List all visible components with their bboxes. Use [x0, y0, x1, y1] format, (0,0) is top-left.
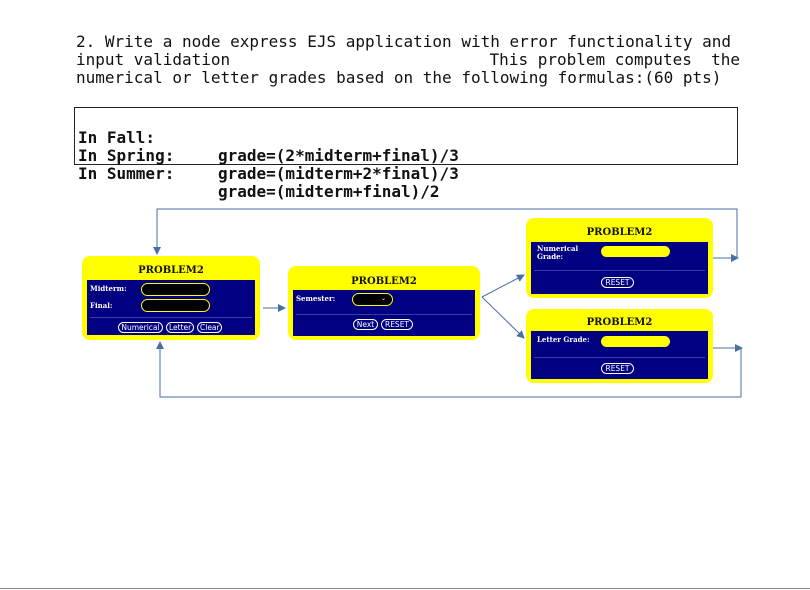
arrow-semester-to-numerical — [481, 274, 525, 298]
input-panel-divider — [90, 317, 252, 318]
letter-grade-output — [601, 336, 670, 347]
letter-button[interactable]: Letter — [166, 322, 194, 333]
semester-panel: PROBLEM2 Semester: ⌄ Next RESET — [288, 266, 480, 340]
question-line-3: numerical or letter grades based on the … — [76, 68, 722, 87]
formula-row-fall: In Fall: grade=(2*midterm+final)/3 — [78, 128, 459, 165]
next-button[interactable]: Next — [353, 319, 378, 330]
numerical-panel-divider — [534, 270, 705, 271]
formula-box: In Fall: grade=(2*midterm+final)/3 In Sp… — [74, 107, 738, 201]
midterm-input[interactable] — [141, 283, 210, 296]
midterm-label: Midterm: — [90, 284, 127, 293]
numerical-grade-panel: PROBLEM2 Numerical Grade: RESET — [526, 218, 713, 298]
clear-button[interactable]: Clear — [197, 322, 222, 333]
arrow-semester-to-letter — [481, 296, 525, 339]
semester-label: Semester: — [296, 294, 336, 303]
final-label: Final: — [90, 301, 113, 310]
numerical-grade-output — [601, 246, 670, 257]
semester-panel-title: PROBLEM2 — [351, 276, 417, 287]
final-input[interactable] — [141, 299, 210, 312]
semester-reset-button[interactable]: RESET — [381, 319, 413, 330]
input-panel: PROBLEM2 Midterm: Final: Numerical Lette… — [82, 256, 260, 340]
page-bottom-divider — [0, 588, 810, 589]
question-line-2: input validation This problem computes t… — [76, 50, 740, 69]
input-panel-title: PROBLEM2 — [138, 265, 204, 276]
letter-panel-body: Letter Grade: RESET — [531, 331, 708, 379]
numerical-panel-title: PROBLEM2 — [586, 227, 653, 238]
letter-reset-button[interactable]: RESET — [601, 363, 634, 374]
chevron-down-icon: ⌄ — [381, 295, 387, 302]
question-line-1: 2. Write a node express EJS application … — [76, 32, 732, 51]
input-panel-body: Midterm: Final: Numerical Letter Clear — [87, 280, 255, 335]
semester-panel-body: Semester: ⌄ Next RESET — [293, 290, 475, 336]
numerical-button[interactable]: Numerical — [118, 322, 163, 333]
formula-row-summer: In Summer: grade=(midterm+final)/2 — [78, 164, 440, 201]
numerical-grade-label: Numerical Grade: — [537, 244, 579, 261]
semester-select[interactable]: ⌄ — [352, 293, 393, 306]
semester-panel-divider — [296, 314, 472, 315]
formula-row-spring: In Spring: grade=(midterm+2*final)/3 — [78, 146, 459, 183]
numerical-reset-button[interactable]: RESET — [601, 277, 634, 288]
letter-grade-panel: PROBLEM2 Letter Grade: RESET — [526, 309, 713, 383]
question-text: 2. Write a node express EJS application … — [76, 33, 740, 87]
numerical-panel-body: Numerical Grade: RESET — [531, 242, 708, 294]
letter-panel-divider — [534, 357, 705, 358]
letter-panel-title: PROBLEM2 — [586, 317, 653, 328]
letter-grade-label: Letter Grade: — [537, 335, 590, 344]
